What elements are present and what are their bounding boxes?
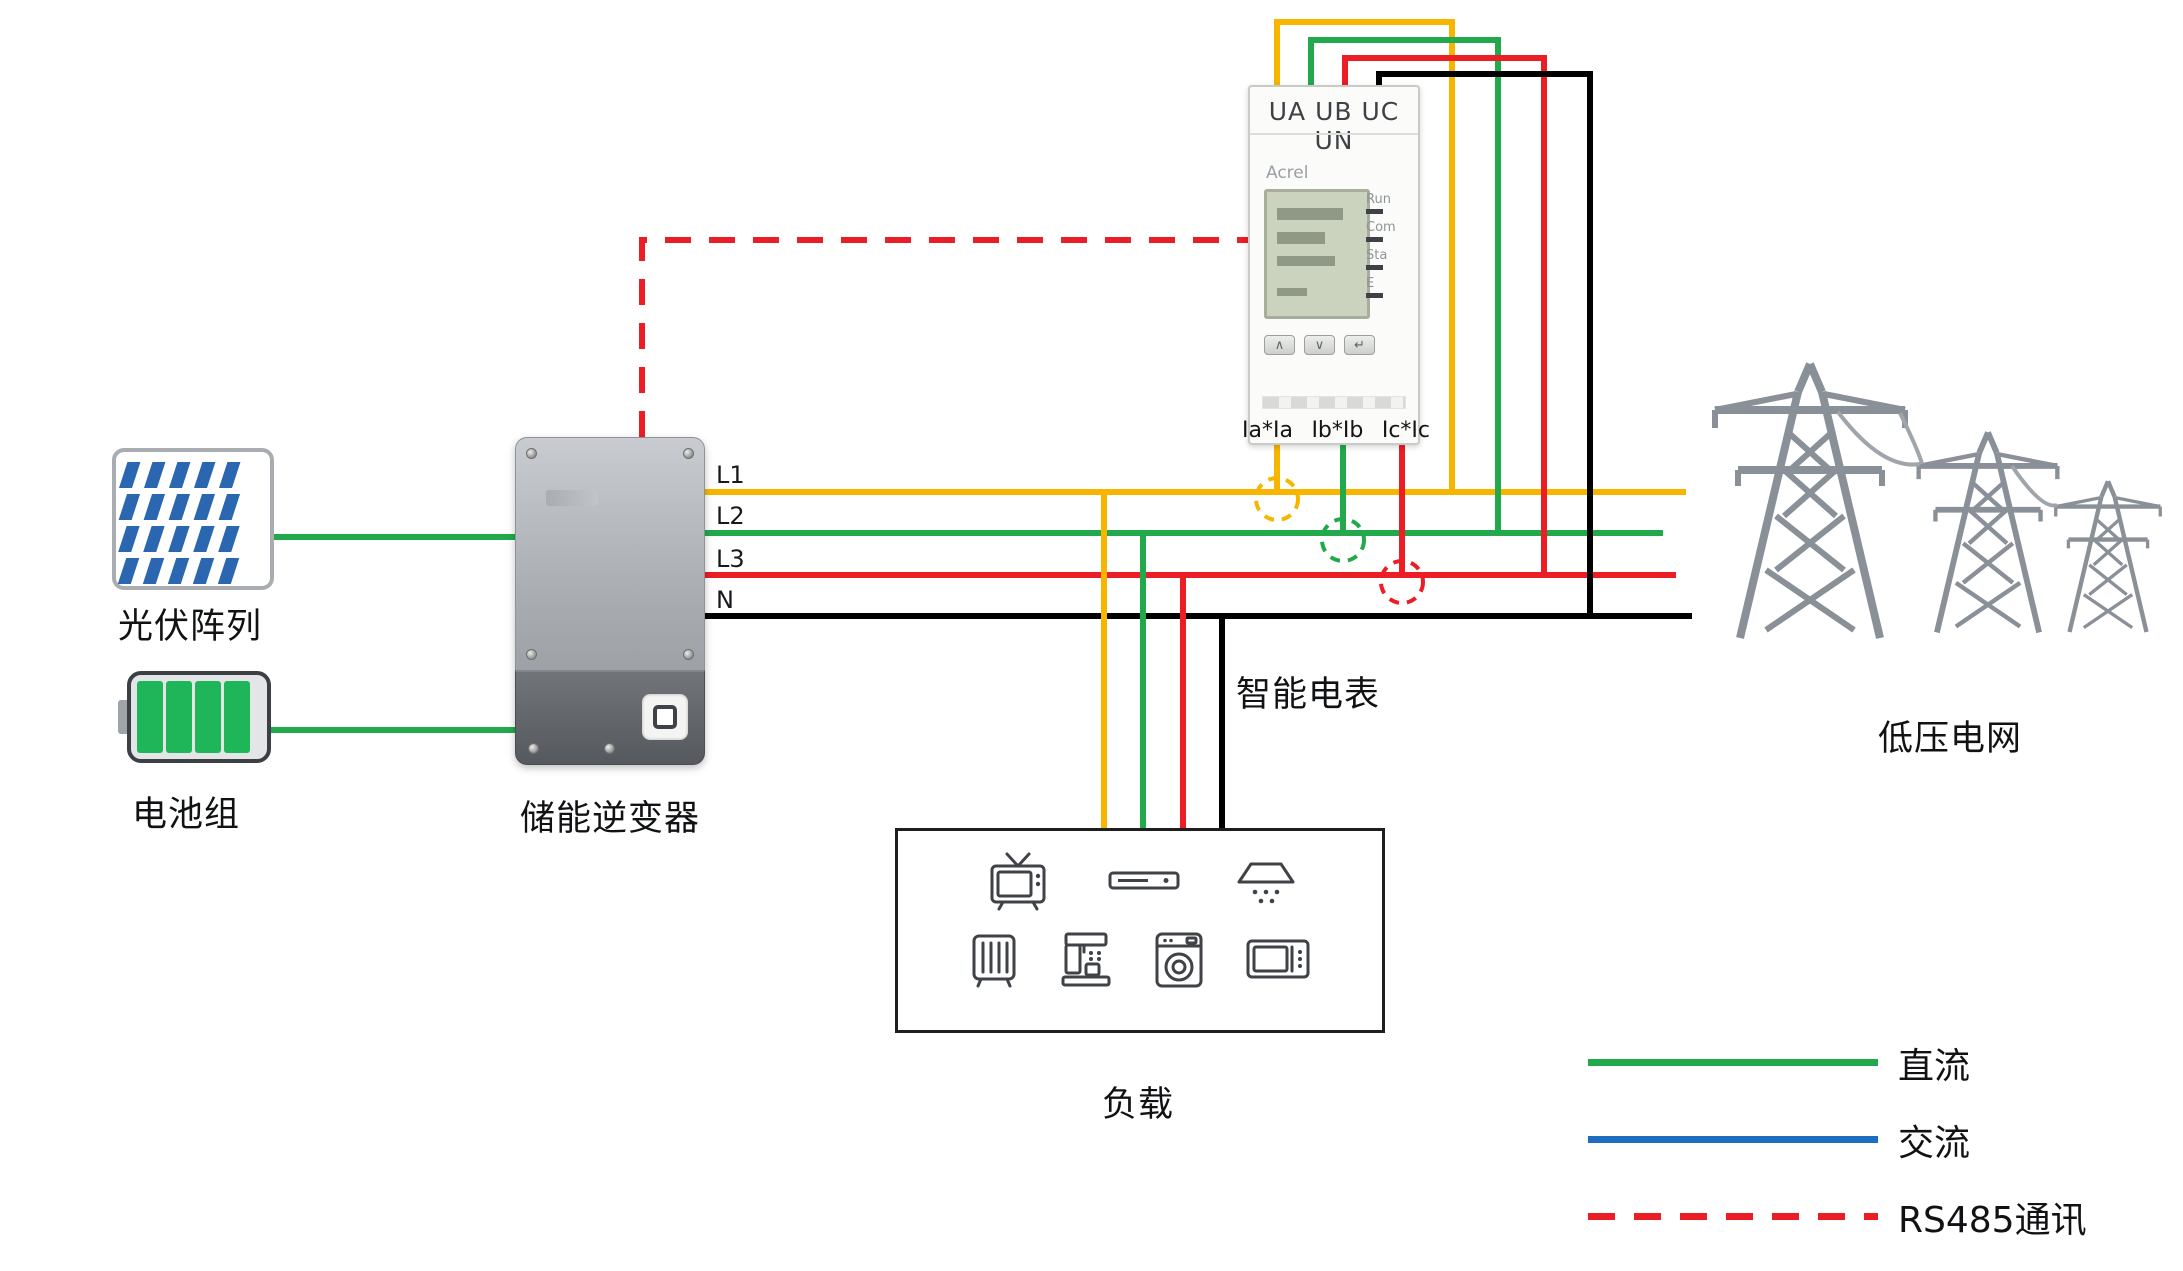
legend-line-dc	[1588, 1059, 1878, 1066]
wire-rs485	[639, 237, 1250, 437]
wire-meter-uc	[1342, 55, 1547, 575]
wire-meter-ub	[1308, 37, 1501, 533]
ct-label-ia: Ia*Ia	[1242, 418, 1293, 443]
meter-down-button: ∨	[1304, 335, 1335, 355]
wiring-layer	[269, 19, 2183, 830]
load-label: 负载	[1102, 1085, 1175, 1125]
ct-label-ib: Ib*Ib	[1311, 418, 1364, 443]
meter-indicators: Run Com Sta E	[1366, 193, 1410, 298]
inverter-label: 储能逆变器	[520, 799, 701, 839]
coffee-machine-icon	[1061, 932, 1111, 987]
grid-label: 低压电网	[1878, 719, 2023, 759]
ct-ring-ia	[1254, 476, 1300, 522]
bus-label-l1: L1	[716, 461, 745, 489]
meter-voltage-terminal-labels: UA UB UC UN	[1268, 97, 1400, 155]
meter-divider	[1250, 133, 1418, 135]
meter-terminal-strip	[1262, 396, 1406, 409]
pylon-medium	[1919, 432, 2058, 632]
ct-label-ic: Ic*Ic	[1381, 418, 1430, 443]
meter-button-row: ∧ ∨ ↵	[1264, 335, 1375, 355]
wire-meter-ua	[1274, 19, 1455, 492]
energy-storage-system-diagram: 光伏阵列 电池组 储能逆变器 L1 L2 L3 N UA UB UC UN	[112, 19, 2183, 1241]
battery-icon	[118, 671, 271, 763]
indicator-run-label: Run	[1366, 192, 1391, 207]
screw-icon	[526, 649, 537, 660]
sta-led-icon	[1366, 265, 1383, 270]
battery-label: 电池组	[132, 795, 241, 835]
inverter-front-panel	[515, 437, 705, 670]
pylon-large	[1715, 364, 1905, 638]
inverter-emblem-icon	[642, 694, 688, 740]
indicator-sta-label: Sta	[1366, 248, 1388, 263]
ct-ring-ic	[1379, 559, 1425, 605]
meter-enter-button: ↵	[1344, 335, 1375, 355]
bus-label-l3: L3	[716, 545, 745, 573]
wire-meter-un	[1376, 71, 1593, 616]
screw-icon	[604, 743, 615, 754]
legend-row-dc: 直流	[1588, 1040, 2087, 1087]
indicator-com-label: Com	[1366, 220, 1396, 235]
legend-row-rs485: RS485通讯	[1588, 1194, 2087, 1241]
legend: 直流 交流 RS485通讯	[1588, 1040, 2087, 1271]
inverter-terminal-cover	[515, 670, 705, 765]
e-led-icon	[1366, 293, 1383, 298]
bus-label-l2: L2	[716, 502, 745, 530]
meter-lcd-screen	[1264, 189, 1370, 319]
meter-brand: Acrel	[1266, 163, 1309, 183]
ct-ring-ib	[1320, 517, 1366, 563]
screw-icon	[528, 743, 539, 754]
indicator-e-label: E	[1366, 276, 1375, 291]
range-hood-icon	[1237, 862, 1295, 904]
screw-icon	[683, 649, 694, 660]
meter-ct-labels: Ia*Ia Ib*Ib Ic*Ic	[1242, 418, 1430, 443]
microwave-icon	[1246, 939, 1310, 979]
screw-icon	[683, 448, 694, 459]
legend-label-rs485: RS485通讯	[1898, 1199, 2087, 1241]
screw-icon	[526, 448, 537, 459]
legend-row-ac: 交流	[1588, 1117, 2087, 1164]
legend-line-ac	[1588, 1136, 1878, 1143]
pylon-small	[2056, 481, 2161, 632]
heater-icon	[972, 934, 1016, 988]
dvd-player-icon	[1108, 871, 1180, 890]
bus-label-n: N	[716, 586, 734, 614]
legend-label-ac: 交流	[1898, 1122, 1971, 1164]
meter-up-button: ∧	[1264, 335, 1295, 355]
load-appliance-row-1	[898, 851, 1382, 911]
tv-icon	[990, 852, 1046, 911]
smart-meter-label: 智能电表	[1236, 675, 1381, 715]
pv-array-label: 光伏阵列	[118, 607, 263, 647]
load-appliance-row-2	[898, 931, 1382, 989]
grid-span-wire-3	[2010, 464, 2058, 508]
run-led-icon	[1366, 209, 1383, 214]
legend-line-rs485	[1588, 1213, 1878, 1220]
load-box	[895, 828, 1385, 1033]
inverter-logo	[546, 490, 598, 506]
com-led-icon	[1366, 237, 1383, 242]
grid-span-wire-1	[1836, 410, 1921, 467]
solar-panel-icon	[112, 448, 274, 590]
inverter-device	[515, 437, 705, 765]
legend-label-dc: 直流	[1898, 1045, 1971, 1087]
washing-machine-icon	[1155, 932, 1203, 988]
grid-span-wire-2	[1898, 412, 1924, 465]
smart-meter-device: UA UB UC UN Acrel Run Com Sta E ∧ ∨ ↵ Ia…	[1242, 85, 1430, 445]
